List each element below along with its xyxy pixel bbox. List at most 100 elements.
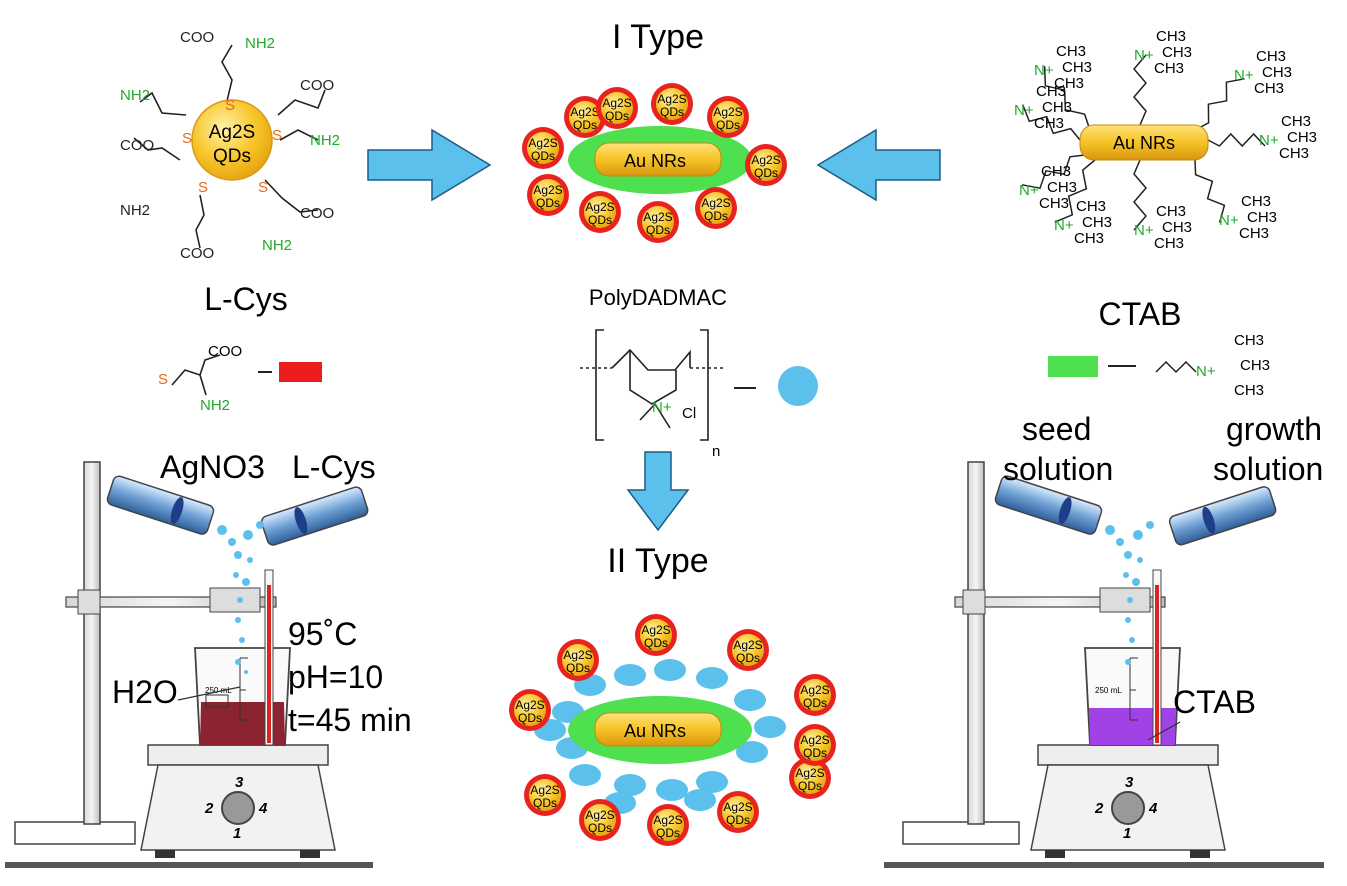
methyl-label: CH3 [1240,357,1270,374]
methyl-label: CH3 [1054,75,1084,92]
qd-label-line2: QDs [704,209,728,223]
lcys-title: L-Cys [204,281,288,317]
ctab-chain [1022,104,1081,141]
stand-rod [83,461,101,825]
qd-label-line2: QDs [588,821,612,835]
qd-label-line1: Ag2S [723,800,752,814]
drop [1146,521,1154,529]
qd-label-line2: QDs [518,711,542,725]
ctab-chain [1133,54,1147,126]
qd-label-line1: Ag2S [570,105,599,119]
ammonium-label: N+ [1259,132,1279,149]
au-nanorod [594,712,722,747]
polydadmac-structure [580,329,756,441]
polydadmac-unit [614,664,646,686]
drop [1127,597,1133,603]
ctab-chain [1021,154,1086,190]
qd-label-line1: Ag2S [657,92,686,106]
lcys-qd-structure: Ag2S QDs S S S S S COO NH2 COO NH2 COO N… [120,29,340,262]
dial-mark: 4 [1148,800,1158,817]
ammonium-label: N+ [1234,67,1254,84]
lcys-tube-label: L-Cys [292,449,376,485]
type1-title: I Type [612,18,704,56]
methyl-label: CH3 [1041,163,1071,180]
bench [884,862,1324,868]
dial-mark: 2 [204,800,214,817]
polydadmac-unit [696,771,728,793]
sulfur-label: S [182,130,192,147]
qd-label-line2: QDs [660,105,684,119]
amine-label: NH2 [245,35,275,52]
carboxylate-label: COO [120,137,154,154]
methyl-label: CH3 [1154,235,1184,252]
dial-mark: 1 [1123,825,1131,842]
ammonium-label: N+ [1219,212,1239,229]
dial-mark: 2 [1094,800,1104,817]
methyl-label: CH3 [1074,230,1104,247]
beaker-volume: 250 mL [205,686,232,695]
hotplate-top [147,744,329,766]
methyl-label: CH3 [1076,198,1106,215]
hotplate-top [1037,744,1219,766]
agno3-tube [106,475,215,535]
drop [1105,525,1115,535]
qd-label-line2: QDs [754,166,778,180]
methyl-label: CH3 [1154,60,1184,77]
lcys-atom-labels: S S S S S COO NH2 COO NH2 COO NH2 NH2 CO… [120,29,340,262]
stand-rod [967,461,985,825]
hotplate-dial [1111,791,1145,825]
methyl-label: CH3 [1262,64,1292,81]
carboxylate-label: COO [180,29,214,46]
temperature-label: 95˚C [288,616,357,652]
dial-mark: 3 [235,774,244,791]
ammonium-label: N+ [1014,102,1034,119]
drop [217,525,227,535]
ag2s-qd-core [191,99,273,181]
qd-label-line2: QDs [656,826,680,840]
ammonium-label: N+ [1054,217,1074,234]
qd-label-line1: Ag2S [533,183,562,197]
qd-label-line2: QDs [644,636,668,650]
polydadmac-unit [696,667,728,689]
methyl-label: CH3 [1241,193,1271,210]
polydadmac-unit [614,774,646,796]
lcys-legend-swatch [279,362,322,382]
carboxylate-label: COO [300,205,334,222]
repeat-n-label: n [712,443,720,460]
right-apparatus: 3 2 4 1 250 mL [884,461,1324,868]
methyl-label: CH3 [1034,115,1064,132]
seed-label-2: solution [1003,451,1113,487]
qd-label-line2: QDs [605,109,629,123]
methyl-label: CH3 [1247,209,1277,226]
qd-label-line2: QDs [798,779,822,793]
qd-label-line1: Ag2S [800,683,829,697]
methyl-label: CH3 [1056,43,1086,60]
qd-label-line1: Ag2S [528,136,557,150]
clamp-arm [65,596,277,608]
agno3-label: AgNO3 [160,449,265,485]
drop [1133,530,1143,540]
qd-label-line2: QDs [716,118,740,132]
clamp-boss [962,589,986,615]
polydadmac-unit [656,779,688,801]
qd-label-line2: QDs [646,223,670,237]
methyl-label: CH3 [1162,44,1192,61]
amine-label: NH2 [310,132,340,149]
drop [244,670,248,674]
sulfur-label: S [158,371,168,388]
drop [243,530,253,540]
drop [1125,617,1131,623]
qd-label-line1: Ag2S [653,813,682,827]
stand-base [902,821,1020,845]
growth-tube [1168,486,1277,546]
ammonium-label: N+ [1019,182,1039,199]
drop [242,578,250,586]
